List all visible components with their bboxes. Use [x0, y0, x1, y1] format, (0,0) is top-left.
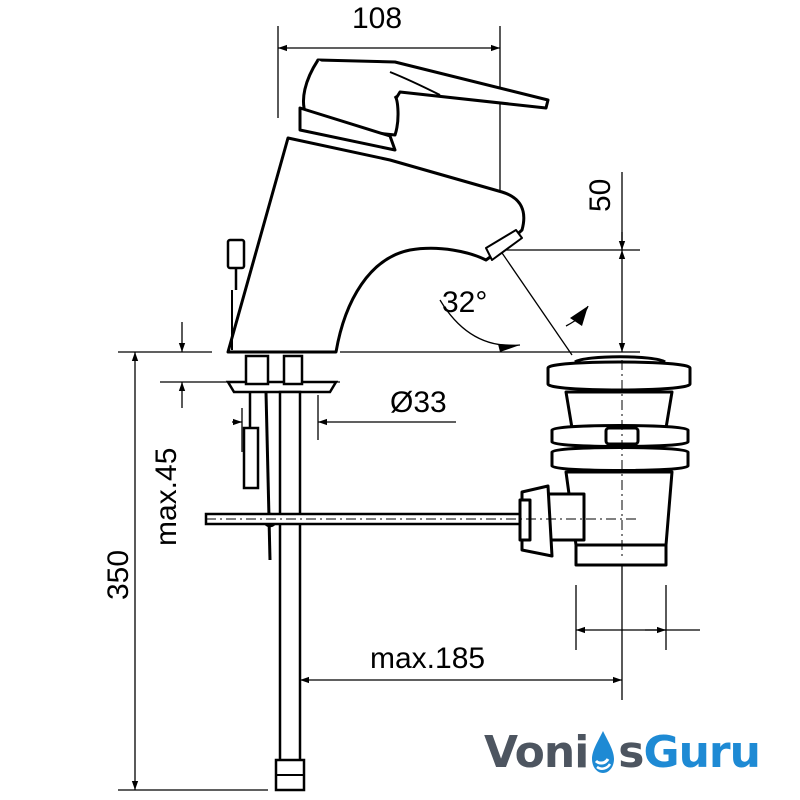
dim-108-label: 108: [352, 2, 402, 35]
dim-diameter-label: Ø33: [390, 386, 447, 419]
dim-max45-label: max.45: [150, 448, 183, 546]
faucet-body: [226, 58, 550, 354]
under-mount: [204, 354, 528, 792]
vonios-guru-logo: Voni s Guru: [484, 722, 761, 782]
water-drop-icon: [589, 729, 617, 775]
logo-text-voni: Voni: [484, 726, 589, 778]
dim-angle-label: 32°: [442, 286, 487, 319]
dimension-lines: [118, 26, 700, 791]
drain-assembly: [518, 355, 692, 567]
popup-rod: [226, 238, 246, 350]
logo-text-guru: Guru: [643, 726, 760, 778]
center-lines: [206, 360, 640, 560]
dim-50-label: 50: [584, 179, 617, 212]
dim-max185-label: max.185: [370, 642, 485, 675]
logo-text-s: s: [618, 726, 644, 778]
dim-350-label: 350: [102, 550, 135, 600]
